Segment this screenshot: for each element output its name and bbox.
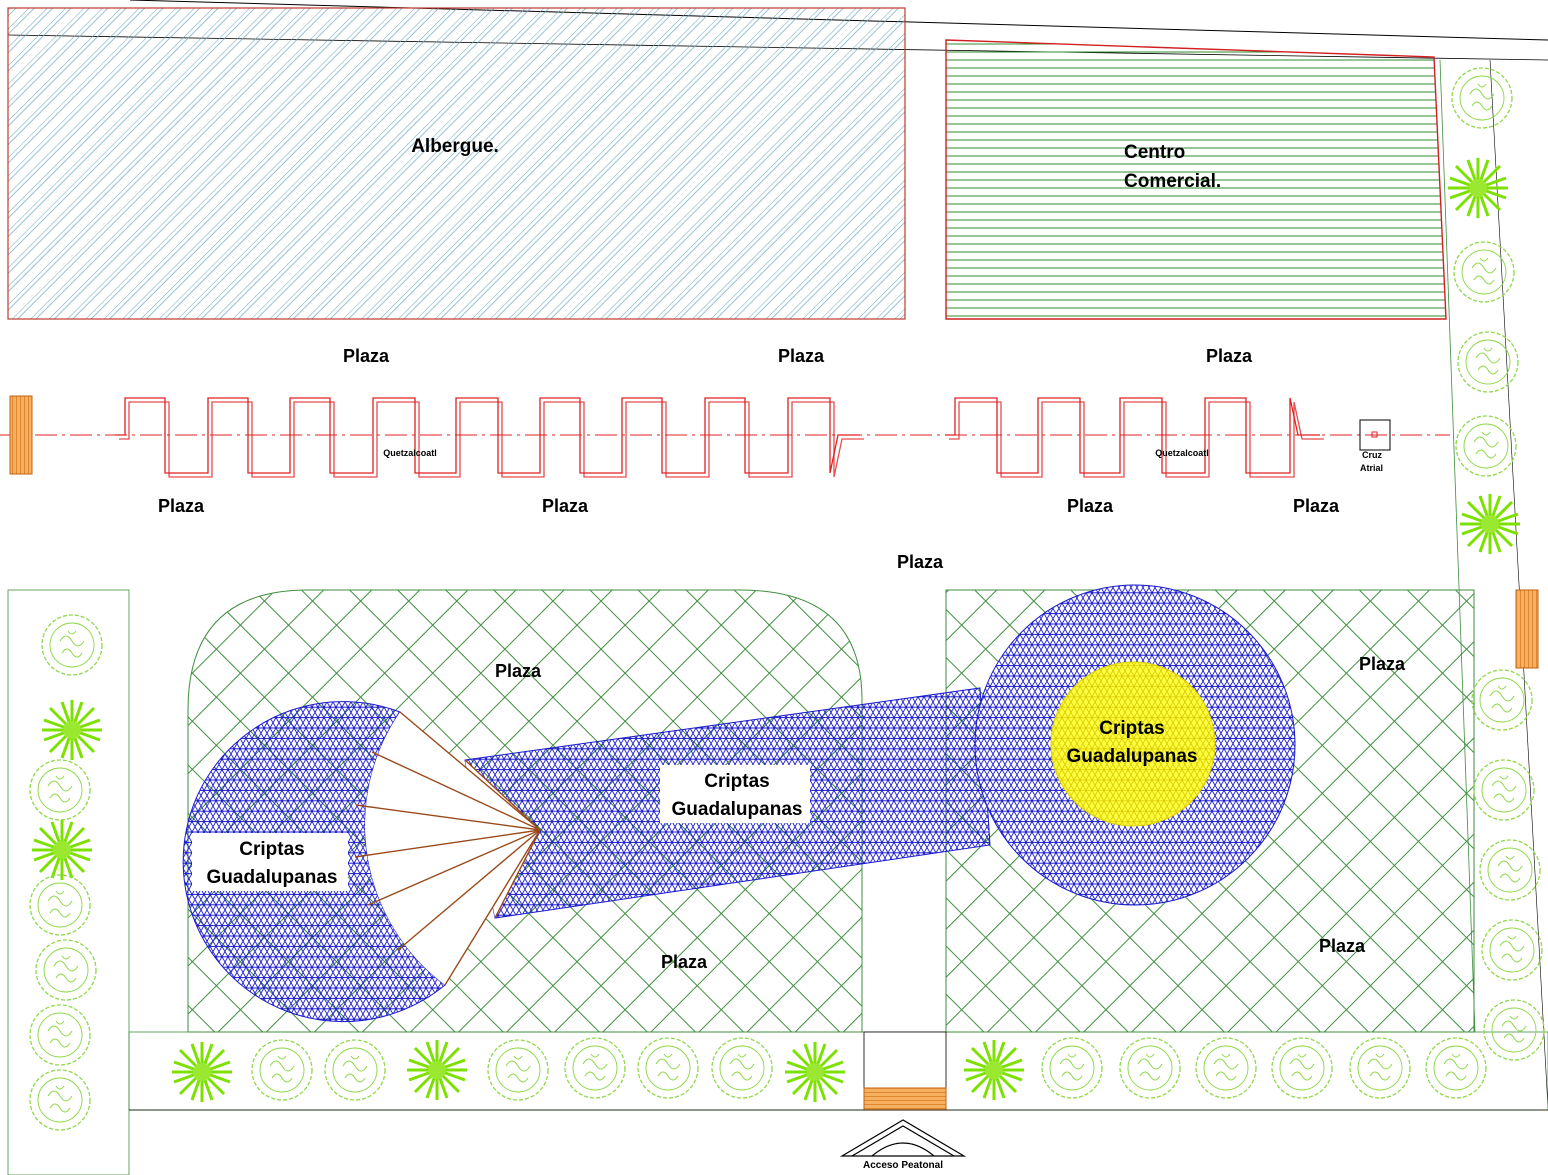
palm-icon: [170, 1040, 234, 1104]
tree-icon: [1483, 999, 1545, 1061]
tree-icon: [35, 939, 97, 1001]
plaza-label: Plaza: [1067, 496, 1114, 516]
gate-icon: [863, 1087, 947, 1111]
centro-comercial-block: Centro Comercial.: [945, 39, 1447, 320]
criptas-west-label-2: Guadalupanas: [207, 867, 338, 888]
quetzalcoatl-label-west: Quetzalcoatl: [383, 448, 437, 458]
tree-icon: [1425, 1037, 1487, 1099]
tree-icon: [1119, 1037, 1181, 1099]
palm-icon: [405, 1038, 469, 1102]
west-tree-strip: [7, 589, 130, 1175]
tree-icon: [29, 874, 91, 936]
tree-icon: [1473, 759, 1535, 821]
plaza-label: Plaza: [1359, 654, 1406, 674]
tree-icon: [711, 1037, 773, 1099]
palm-icon: [1458, 492, 1522, 556]
plaza-label: Plaza: [897, 552, 944, 572]
albergue-label: Albergue.: [411, 136, 499, 157]
tree-icon: [29, 1069, 91, 1131]
tree-icon: [1455, 415, 1517, 477]
tree-icon: [1451, 67, 1513, 129]
tree-icon: [1457, 331, 1519, 393]
tree-icon: [1195, 1037, 1257, 1099]
centro-comercial-label-2: Comercial.: [1124, 171, 1221, 192]
tree-icon: [29, 1004, 91, 1066]
cross-icon: [1371, 431, 1378, 438]
plaza-label: Plaza: [778, 346, 825, 366]
tree-icon: [1481, 919, 1543, 981]
palm-icon: [40, 698, 104, 762]
criptas-east-label-1: Criptas: [1099, 718, 1164, 739]
west-gate: [9, 395, 33, 475]
south-entrance: Acceso Peatonal: [129, 1031, 1548, 1171]
criptas-east: [974, 584, 1296, 906]
pedestrian-arch-icon: [839, 1119, 967, 1157]
palm-icon: [962, 1038, 1026, 1102]
tree-icon: [1349, 1037, 1411, 1099]
criptas-west-label-1: Criptas: [239, 839, 304, 860]
tree-icon: [1041, 1037, 1103, 1099]
east-gate: [1515, 589, 1539, 669]
tree-icon: [29, 759, 91, 821]
cruz-atrial-label-2: Atrial: [1360, 463, 1383, 473]
quetzalcoatl-serpent-west: [115, 397, 864, 478]
quetzalcoatl-serpent-east: [945, 397, 1324, 478]
plaza-label: Plaza: [542, 496, 589, 516]
tree-icon: [324, 1039, 386, 1101]
palm-icon: [1446, 156, 1510, 220]
palm-icon: [30, 818, 94, 882]
centro-comercial-label-1: Centro: [1124, 142, 1185, 163]
acceso-peatonal-label: Acceso Peatonal: [863, 1160, 943, 1171]
tree-icon: [487, 1039, 549, 1101]
tree-icon: [1479, 839, 1541, 901]
cruz-atrial-label-1: Cruz: [1362, 450, 1382, 460]
criptas-central-label-1: Criptas: [704, 771, 769, 792]
tree-icon: [1271, 1037, 1333, 1099]
plaza-label: Plaza: [661, 952, 708, 972]
cruz-atrial: Cruz Atrial: [1359, 419, 1391, 473]
tree-icon: [564, 1037, 626, 1099]
plaza-label: Plaza: [1206, 346, 1253, 366]
tree-icon: [41, 614, 103, 676]
palm-icon: [783, 1040, 847, 1104]
plaza-label: Plaza: [1293, 496, 1340, 516]
criptas-central-label-2: Guadalupanas: [672, 799, 803, 820]
tree-icon: [1453, 241, 1515, 303]
tree-icon: [637, 1037, 699, 1099]
stair-fan: [354, 711, 541, 986]
plaza-labels: Plaza Plaza Plaza Plaza Plaza Plaza Plaz…: [158, 346, 1406, 972]
albergue-block: Albergue.: [7, 7, 906, 320]
quetzalcoatl-label-east: Quetzalcoatl: [1155, 448, 1209, 458]
tree-icon: [1471, 669, 1533, 731]
plaza-label: Plaza: [158, 496, 205, 516]
plaza-label: Plaza: [495, 661, 542, 681]
criptas-east-label-2: Guadalupanas: [1067, 746, 1198, 767]
plaza-label: Plaza: [1319, 936, 1366, 956]
tree-icon: [251, 1039, 313, 1101]
plaza-label: Plaza: [343, 346, 390, 366]
